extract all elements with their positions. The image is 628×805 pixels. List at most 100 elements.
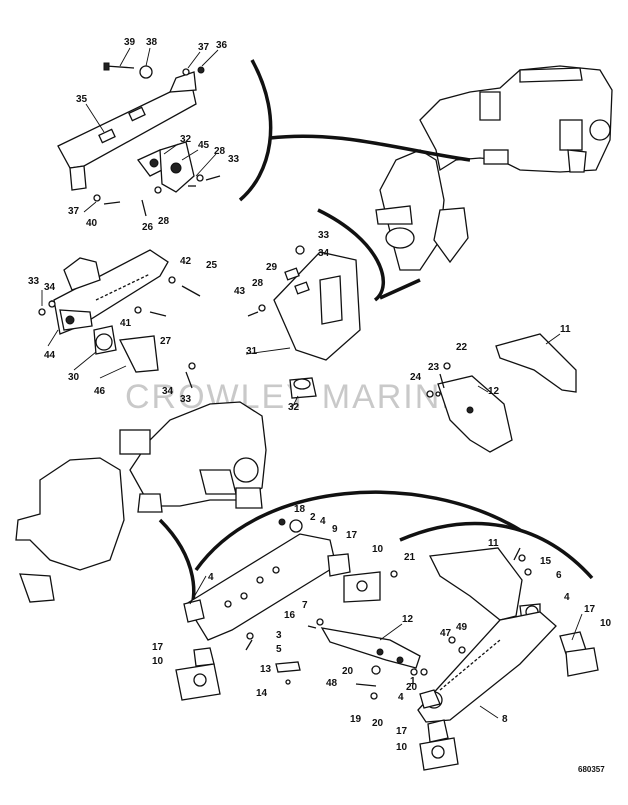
figure-number: 680357 <box>578 765 605 774</box>
callout-21: 21 <box>404 552 416 563</box>
leader-curve-top <box>269 134 471 162</box>
mount-assembly-lower <box>175 518 599 771</box>
callout-30: 30 <box>68 372 80 383</box>
callout-33b: 33 <box>318 230 330 241</box>
bracket-11b <box>429 547 523 621</box>
callout-11: 11 <box>560 324 571 335</box>
callout-17: 17 <box>346 530 358 541</box>
bracket-31-assembly <box>247 245 361 399</box>
mount-assembly-middle <box>38 249 201 389</box>
callout-27: 27 <box>160 336 172 347</box>
callout-28: 28 <box>214 146 226 157</box>
callout-4d: 4 <box>398 692 404 703</box>
divider-curve-bracket <box>317 208 385 302</box>
callout-12: 12 <box>488 386 500 397</box>
callout-49: 49 <box>456 622 468 633</box>
sterndrive-engine-top <box>375 65 613 271</box>
callout-4b: 4 <box>564 592 570 603</box>
callout-17d: 17 <box>396 726 408 737</box>
callout-44: 44 <box>44 350 56 361</box>
callout-10b: 10 <box>600 618 612 629</box>
callout-34b: 34 <box>44 282 56 293</box>
callout-40: 40 <box>86 218 98 229</box>
callout-12b: 12 <box>402 614 414 625</box>
callout-4c: 4 <box>208 572 214 583</box>
callout-labels: 39 38 37 36 35 32 45 28 33 37 40 26 28 3… <box>28 37 612 753</box>
callout-28b: 28 <box>158 216 170 227</box>
cushion-17a <box>193 647 215 667</box>
callout-31: 31 <box>246 346 258 357</box>
mount-assembly-upper <box>57 62 221 217</box>
cushion-9 <box>327 553 351 577</box>
washer-38 <box>139 65 153 79</box>
callout-15: 15 <box>540 556 552 567</box>
callout-8: 8 <box>502 714 508 725</box>
callout-4: 4 <box>320 516 326 527</box>
callout-43: 43 <box>234 286 246 297</box>
cushion-17d <box>427 719 449 743</box>
callout-16: 16 <box>284 610 296 621</box>
leader-lines <box>41 47 583 719</box>
callout-39: 39 <box>124 37 136 48</box>
callout-28c: 28 <box>252 278 264 289</box>
bracket-11 <box>495 333 577 393</box>
callout-34c: 34 <box>162 386 174 397</box>
divider-curve-left <box>158 518 196 611</box>
callout-1: 1 <box>410 676 416 687</box>
divider-curve-bottom <box>194 490 521 572</box>
mount-10b <box>565 647 599 677</box>
callout-32b: 32 <box>288 402 300 413</box>
rail-4 <box>185 533 337 641</box>
callout-10d: 10 <box>396 742 408 753</box>
bracket-12b <box>320 627 421 669</box>
callout-24: 24 <box>410 372 422 383</box>
callout-10: 10 <box>372 544 384 555</box>
callout-35: 35 <box>76 94 88 105</box>
callout-20c: 20 <box>372 718 384 729</box>
callout-17c: 17 <box>152 642 164 653</box>
callout-20: 20 <box>342 666 354 677</box>
callout-45: 45 <box>198 140 210 151</box>
callout-23: 23 <box>428 362 440 373</box>
callout-9: 9 <box>332 524 338 535</box>
callout-47: 47 <box>440 628 452 639</box>
callout-18: 18 <box>294 504 306 515</box>
sterndrive-engine-middle <box>15 401 267 603</box>
divider-curve-top <box>238 59 273 202</box>
callout-29: 29 <box>266 262 278 273</box>
leader-curve-bracket <box>379 278 421 300</box>
callout-37: 37 <box>198 42 210 53</box>
callout-5: 5 <box>276 644 282 655</box>
callout-11b: 11 <box>488 538 499 549</box>
callout-34: 34 <box>318 248 330 259</box>
callout-7: 7 <box>302 600 308 611</box>
washer-2 <box>289 519 303 533</box>
callout-25: 25 <box>206 260 218 271</box>
wedge-46 <box>119 335 159 373</box>
callout-33: 33 <box>228 154 240 165</box>
callout-46: 46 <box>94 386 106 397</box>
callout-42: 42 <box>180 256 192 267</box>
callout-17b: 17 <box>584 604 596 615</box>
callout-33d: 33 <box>180 394 192 405</box>
callout-32: 32 <box>180 134 192 145</box>
callout-13: 13 <box>260 664 272 675</box>
callout-20b: 20 <box>406 682 418 693</box>
callout-6: 6 <box>556 570 562 581</box>
bracket-12 <box>437 375 513 453</box>
callout-41: 41 <box>120 318 132 329</box>
callout-33c: 33 <box>28 276 40 287</box>
callout-10c: 10 <box>152 656 164 667</box>
callout-3: 3 <box>276 630 282 641</box>
callout-2: 2 <box>310 512 316 523</box>
callout-26: 26 <box>142 222 154 233</box>
callout-19: 19 <box>350 714 362 725</box>
callout-37b: 37 <box>68 206 80 217</box>
bracket-11-12-assembly <box>426 333 577 453</box>
bracket-31 <box>273 251 361 361</box>
callout-38: 38 <box>146 37 158 48</box>
callout-36: 36 <box>216 40 228 51</box>
callout-48: 48 <box>326 678 338 689</box>
